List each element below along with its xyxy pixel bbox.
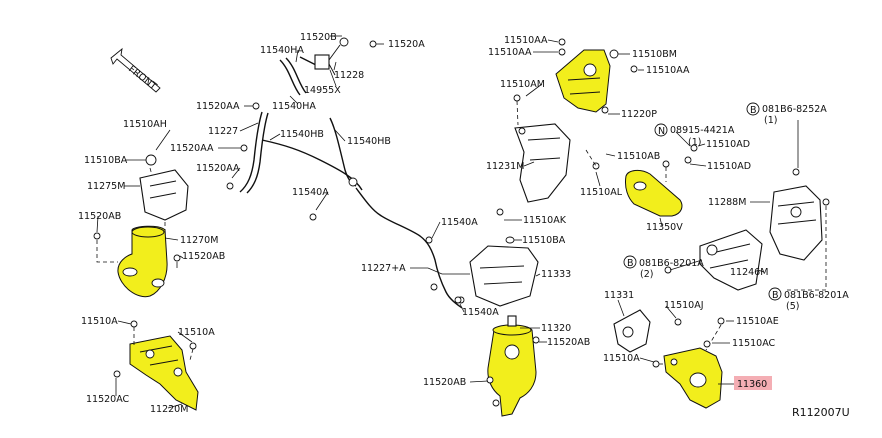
b-marker: B	[627, 258, 634, 269]
part-label: 11331	[604, 290, 634, 301]
part-label: (1)	[764, 115, 777, 126]
part-label: 11520A	[388, 39, 425, 50]
part-label: 081B6-8252A	[762, 104, 827, 115]
part-label: 11231M	[486, 161, 524, 172]
part-label: 11227+A	[361, 263, 406, 274]
part-label: 11540HA	[260, 45, 304, 56]
part-label: 11510AB	[617, 151, 660, 162]
part-label: 11333	[541, 269, 571, 280]
part-label: 11520B	[300, 32, 337, 43]
part-label: 11540HA	[272, 101, 316, 112]
part-label: 11510AC	[732, 338, 776, 349]
part-label: 08915-4421A	[670, 125, 735, 136]
part-label: 11510AD	[707, 161, 751, 172]
part-label: 11520AA	[196, 101, 240, 112]
part-label: 11520AC	[86, 394, 130, 405]
part-label: 11510AA	[504, 35, 548, 46]
part-label: 11540A	[462, 307, 499, 318]
diagram-ref-code: R112007U	[792, 406, 850, 419]
leader-lines	[96, 35, 799, 409]
bracket-11288m	[769, 185, 823, 261]
selected-part-box	[734, 376, 772, 390]
part-label: 11320	[541, 323, 571, 334]
part-label: 081B6-8201A	[639, 258, 704, 269]
bracket-11220p	[555, 49, 611, 114]
engine-mount-11320	[487, 315, 537, 417]
part-label: 11350V	[646, 222, 683, 233]
part-label: 11510AA	[646, 65, 690, 76]
part-label: 11510A	[178, 327, 215, 338]
hose-assembly-top	[226, 37, 465, 309]
part-label: 11246M	[730, 267, 768, 278]
part-label: 11510AJ	[664, 300, 704, 311]
bolt-reference-markers: B B B N	[623, 102, 782, 301]
part-label: (1)	[688, 137, 701, 148]
part-label: 11510BA	[84, 155, 128, 166]
part-label: 11288M	[708, 197, 746, 208]
b-marker: B	[772, 290, 779, 301]
mount-11350v	[625, 169, 683, 217]
part-label: 11270M	[180, 235, 218, 246]
part-label: 11540A	[292, 187, 329, 198]
part-label: 11275M	[87, 181, 125, 192]
part-label: 11510BA	[522, 235, 566, 246]
part-label: 11510A	[81, 316, 118, 327]
part-label: 11510BM	[632, 49, 677, 60]
part-label: 11520AB	[547, 337, 590, 348]
part-label: 081B6-8201A	[784, 290, 849, 301]
part-label: 11510AD	[706, 139, 750, 150]
n-marker: N	[658, 126, 665, 137]
part-label: 14955X	[304, 85, 341, 96]
bracket-11246m	[699, 229, 763, 291]
part-label: 11227	[208, 126, 238, 137]
part-number-labels: 11520B 11520A 11540HA 11228 14955X 11540…	[78, 32, 849, 415]
selected-part-label[interactable]: 11360	[737, 379, 767, 390]
engine-mount-11270m	[117, 225, 168, 298]
part-label: 11520AA	[170, 143, 214, 154]
part-label: 11510AL	[580, 187, 623, 198]
part-label: 11510AA	[488, 47, 532, 58]
part-label: 11520AB	[182, 251, 225, 262]
part-label: 11220P	[621, 109, 657, 120]
b-marker: B	[750, 105, 757, 116]
bracket-11231m	[514, 123, 571, 203]
part-label: 11510A	[603, 353, 640, 364]
part-label: 11540A	[441, 217, 478, 228]
part-label: 11520AB	[423, 377, 466, 388]
part-label: 11510AH	[123, 119, 167, 130]
part-label: 11510AK	[523, 215, 567, 226]
bracket-11333	[469, 236, 539, 307]
part-label: (5)	[786, 301, 799, 312]
front-arrow: FRONT	[110, 47, 161, 93]
part-label: 11220M	[150, 404, 188, 415]
mount-11360	[663, 347, 723, 409]
part-label: 11520AA	[196, 163, 240, 174]
mount-11275m	[139, 154, 189, 221]
part-label: (2)	[640, 269, 653, 280]
part-label: 11510AM	[500, 79, 545, 90]
part-label: 11510AE	[736, 316, 779, 327]
part-label: 11540HB	[280, 129, 324, 140]
part-label: 11540HB	[347, 136, 391, 147]
bracket-11331	[613, 309, 651, 353]
front-label: FRONT	[126, 64, 159, 93]
mount-11220m	[129, 335, 199, 411]
part-label: 11520AB	[78, 211, 121, 222]
part-label: 11228	[334, 70, 364, 81]
